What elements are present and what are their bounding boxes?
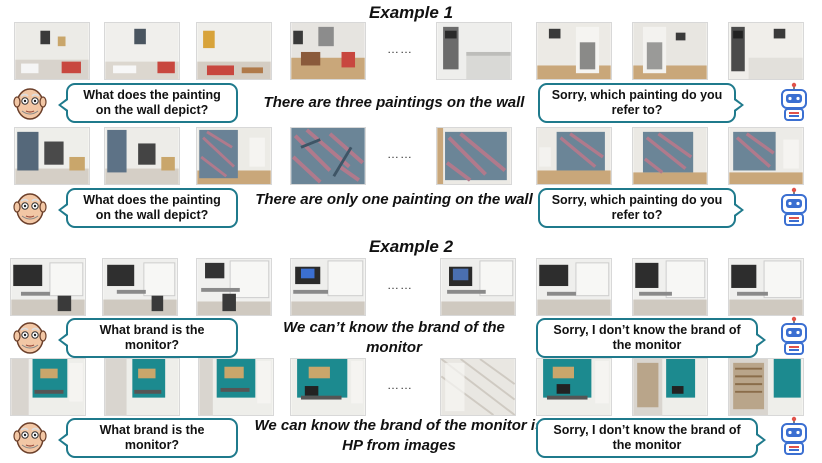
frame-image (290, 22, 366, 80)
example-1-title: Example 1 (368, 3, 454, 22)
frame-image (728, 127, 804, 185)
reply-text: Sorry, which painting do you refer to? (551, 88, 723, 117)
frame-image (198, 358, 274, 416)
scene-statement: We can’t know the brand of the monitor (283, 319, 505, 356)
frame-image (196, 22, 272, 80)
user-question-bubble: What brand is the monitor? (58, 318, 238, 358)
robot-avatar-icon (781, 416, 807, 455)
frame-image (104, 22, 180, 80)
elderly-man-avatar-icon (13, 422, 47, 454)
frame-image (290, 358, 366, 416)
user-avatar (12, 316, 48, 356)
frame-image (536, 358, 612, 416)
scene-statement: We can know the brand of the monitor is … (254, 417, 544, 454)
frame-image (632, 22, 708, 80)
agent-reply-bubble: Sorry, which painting do you refer to? (538, 83, 744, 123)
frame-image (536, 258, 612, 316)
frame-image (196, 127, 272, 185)
bubble-tail (756, 333, 766, 347)
robot-avatar-icon (781, 316, 807, 355)
reply-text: Sorry, which painting do you refer to? (551, 193, 723, 222)
ellipsis: …… (387, 147, 413, 161)
scene-statement: There are only one painting on the wall (255, 191, 533, 208)
bubble-tail (58, 203, 68, 217)
bubble-tail (734, 203, 744, 217)
user-question-bubble: What does the painting on the wall depic… (58, 188, 238, 228)
frame-image (632, 358, 708, 416)
ellipsis: …… (387, 42, 413, 56)
agent-avatar (776, 82, 812, 122)
frame-image (728, 22, 804, 80)
reply-text: Sorry, I don’t know the brand of the mon… (553, 423, 741, 452)
frame-image (440, 258, 516, 316)
user-avatar (12, 82, 48, 122)
frame-image (196, 258, 272, 316)
user-avatar (12, 416, 48, 456)
ellipsis: …… (387, 378, 413, 392)
frame-image (728, 358, 804, 416)
user-avatar (12, 187, 48, 227)
example-2-title: Example 2 (368, 237, 454, 256)
robot-avatar-icon (781, 187, 807, 226)
question-text: What brand is the monitor? (99, 423, 205, 452)
bubble-tail (58, 98, 68, 112)
elderly-man-avatar-icon (13, 193, 47, 225)
frame-image (632, 258, 708, 316)
frame-image (290, 258, 366, 316)
question-text: What brand is the monitor? (99, 323, 205, 352)
reply-text: Sorry, I don’t know the brand of the mon… (553, 323, 741, 352)
robot-avatar-icon (781, 82, 807, 121)
frame-image (14, 22, 90, 80)
frame-image (14, 127, 90, 185)
bubble-tail (58, 433, 68, 447)
frame-image (290, 127, 366, 185)
agent-reply-bubble: Sorry, I don’t know the brand of the mon… (536, 318, 766, 358)
agent-avatar (776, 187, 812, 227)
question-text: What does the painting on the wall depic… (83, 88, 221, 117)
frame-image (104, 358, 180, 416)
frame-image (436, 127, 512, 185)
frame-image (536, 22, 612, 80)
agent-reply-bubble: Sorry, which painting do you refer to? (538, 188, 744, 228)
frame-image (436, 22, 512, 80)
agent-avatar (776, 416, 812, 456)
elderly-man-avatar-icon (13, 322, 47, 354)
ellipsis: …… (387, 278, 413, 292)
agent-avatar (776, 316, 812, 356)
bubble-tail (58, 333, 68, 347)
frame-image (536, 127, 612, 185)
frame-image (102, 258, 178, 316)
scene-statement: There are three paintings on the wall (263, 94, 525, 111)
frame-image (10, 258, 86, 316)
elderly-man-avatar-icon (13, 88, 47, 120)
question-text: What does the painting on the wall depic… (83, 193, 221, 222)
frame-image (728, 258, 804, 316)
agent-reply-bubble: Sorry, I don’t know the brand of the mon… (536, 418, 766, 458)
user-question-bubble: What brand is the monitor? (58, 418, 238, 458)
user-question-bubble: What does the painting on the wall depic… (58, 83, 238, 123)
bubble-tail (734, 98, 744, 112)
bubble-tail (756, 433, 766, 447)
frame-image (10, 358, 86, 416)
frame-image (632, 127, 708, 185)
frame-image (440, 358, 516, 416)
frame-image (104, 127, 180, 185)
